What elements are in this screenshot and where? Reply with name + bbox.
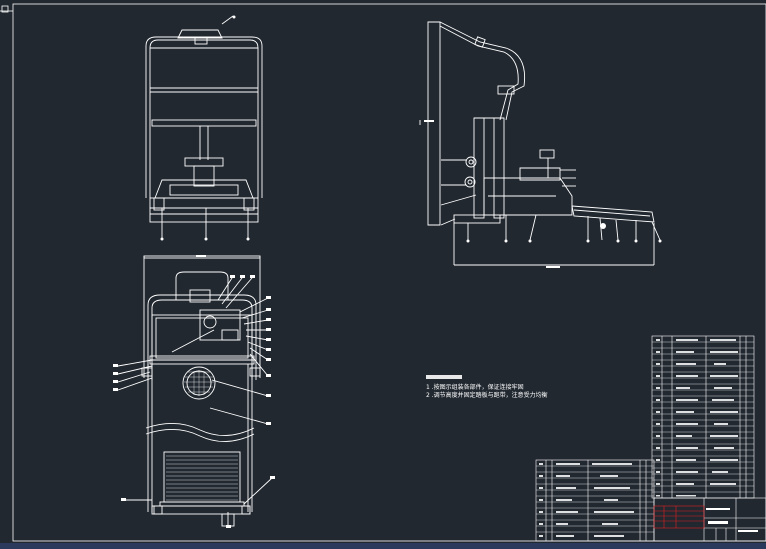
command-bar[interactable] (0, 543, 766, 549)
front-view-callouts (160, 15, 250, 241)
note-line-2: 2 .调节高度并固定踏板与跑带，注意受力均衡 (426, 392, 548, 399)
belt-hatch (166, 370, 238, 501)
front-view (145, 15, 263, 238)
note-line-1: 1 .按图示组装各部件，保证连接牢固 (426, 384, 524, 391)
drawing-frame (0, 3, 766, 542)
title-block (653, 497, 766, 542)
parts-list-rows (652, 341, 754, 493)
side-view-callouts (424, 120, 662, 268)
notes-heading (426, 375, 462, 379)
lower-parts-text-blocks (539, 463, 634, 537)
top-view-callouts (113, 255, 275, 528)
title-block-red-grid (653, 505, 705, 529)
title-block-marks (706, 508, 758, 532)
parts-list-table (651, 335, 755, 499)
side-view (419, 21, 661, 266)
parts-list-text-blocks (656, 339, 738, 497)
top-view (117, 255, 273, 527)
lower-parts-rows (536, 465, 654, 533)
